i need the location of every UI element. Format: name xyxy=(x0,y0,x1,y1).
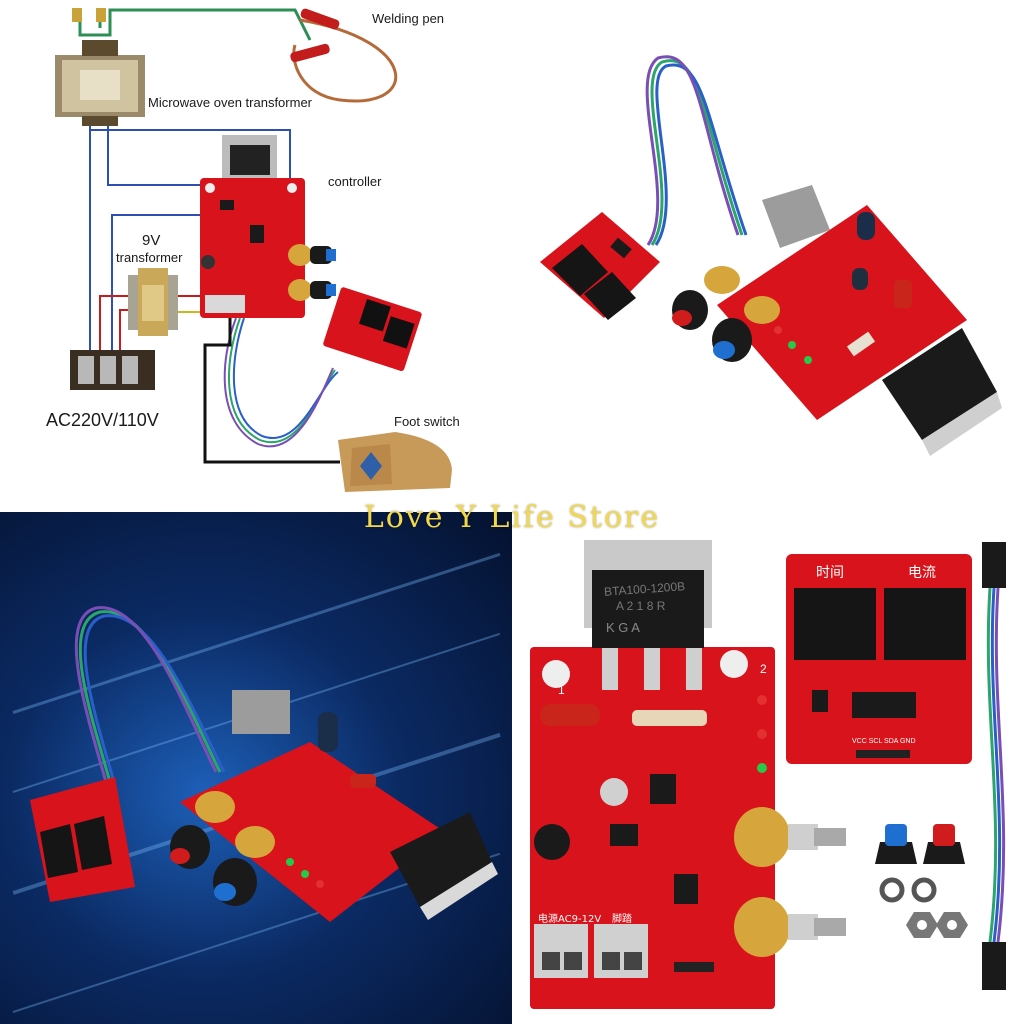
flatlay-ribbon-cable xyxy=(982,542,1006,990)
flatlay-graphic xyxy=(530,540,1006,1009)
triac-pin-labels: K G A xyxy=(606,620,640,635)
controller-label: controller xyxy=(328,174,382,189)
power-input-label: 电源AC9-12V xyxy=(538,914,602,925)
wiring-diagram-panel: Welding pen Microwave oven transformer c… xyxy=(0,0,512,512)
flatlay-main-board xyxy=(530,540,775,1009)
microwave-oven-transformer-label: Microwave oven transformer xyxy=(148,95,312,110)
flatlay-knobs xyxy=(875,824,965,864)
foot-switch-device xyxy=(338,432,452,492)
microwave-oven-transformer xyxy=(55,40,145,126)
foot-switch-label: Foot switch xyxy=(394,414,460,429)
9v-transformer xyxy=(128,268,178,336)
9v-label: 9V xyxy=(142,232,161,249)
time-label: 时间 xyxy=(816,565,844,581)
mains-terminal-block xyxy=(70,350,155,390)
blue-scene-graphic xyxy=(12,552,501,1014)
blue-scene-knobs xyxy=(170,791,275,906)
flatlay-washers-nuts xyxy=(879,877,968,938)
board-number-2: 2 xyxy=(760,662,767,676)
angled-knobs xyxy=(672,266,780,362)
transformer-label: transformer xyxy=(116,250,183,265)
angled-main-board xyxy=(717,185,1002,456)
display-pin-labels: VCC SCL SDA GND xyxy=(852,738,916,745)
wiring-diagram-graphic xyxy=(55,8,452,492)
angled-board-graphic xyxy=(540,55,1002,456)
foot-input-label: 脚踏 xyxy=(612,914,632,925)
current-label: 电流 xyxy=(908,565,936,581)
welding-pen-label: Welding pen xyxy=(372,11,445,26)
angled-display-module xyxy=(540,212,660,320)
board-number-1: 1 xyxy=(558,683,565,697)
triac-marking-line2: A 2 1 8 R xyxy=(616,599,666,613)
welding-pen-probe xyxy=(290,8,340,63)
store-watermark: Love Y Life Store xyxy=(363,500,661,535)
flatlay-display-module xyxy=(786,554,972,764)
product-photo-blue-background xyxy=(0,512,512,1024)
mains-voltage-label: AC220V/110V xyxy=(46,410,159,430)
diagram-display-module xyxy=(323,287,422,371)
blue-scene-display-module xyxy=(30,777,135,902)
controller-board xyxy=(200,135,336,318)
flatlay-potentiometers xyxy=(734,807,846,957)
product-photo-angled xyxy=(512,0,1024,512)
product-components-flatlay: BTA100-1200B A 2 1 8 R K G A 1 2 电源AC9-1… xyxy=(512,512,1024,1024)
blue-scene-main-board xyxy=(180,690,498,922)
